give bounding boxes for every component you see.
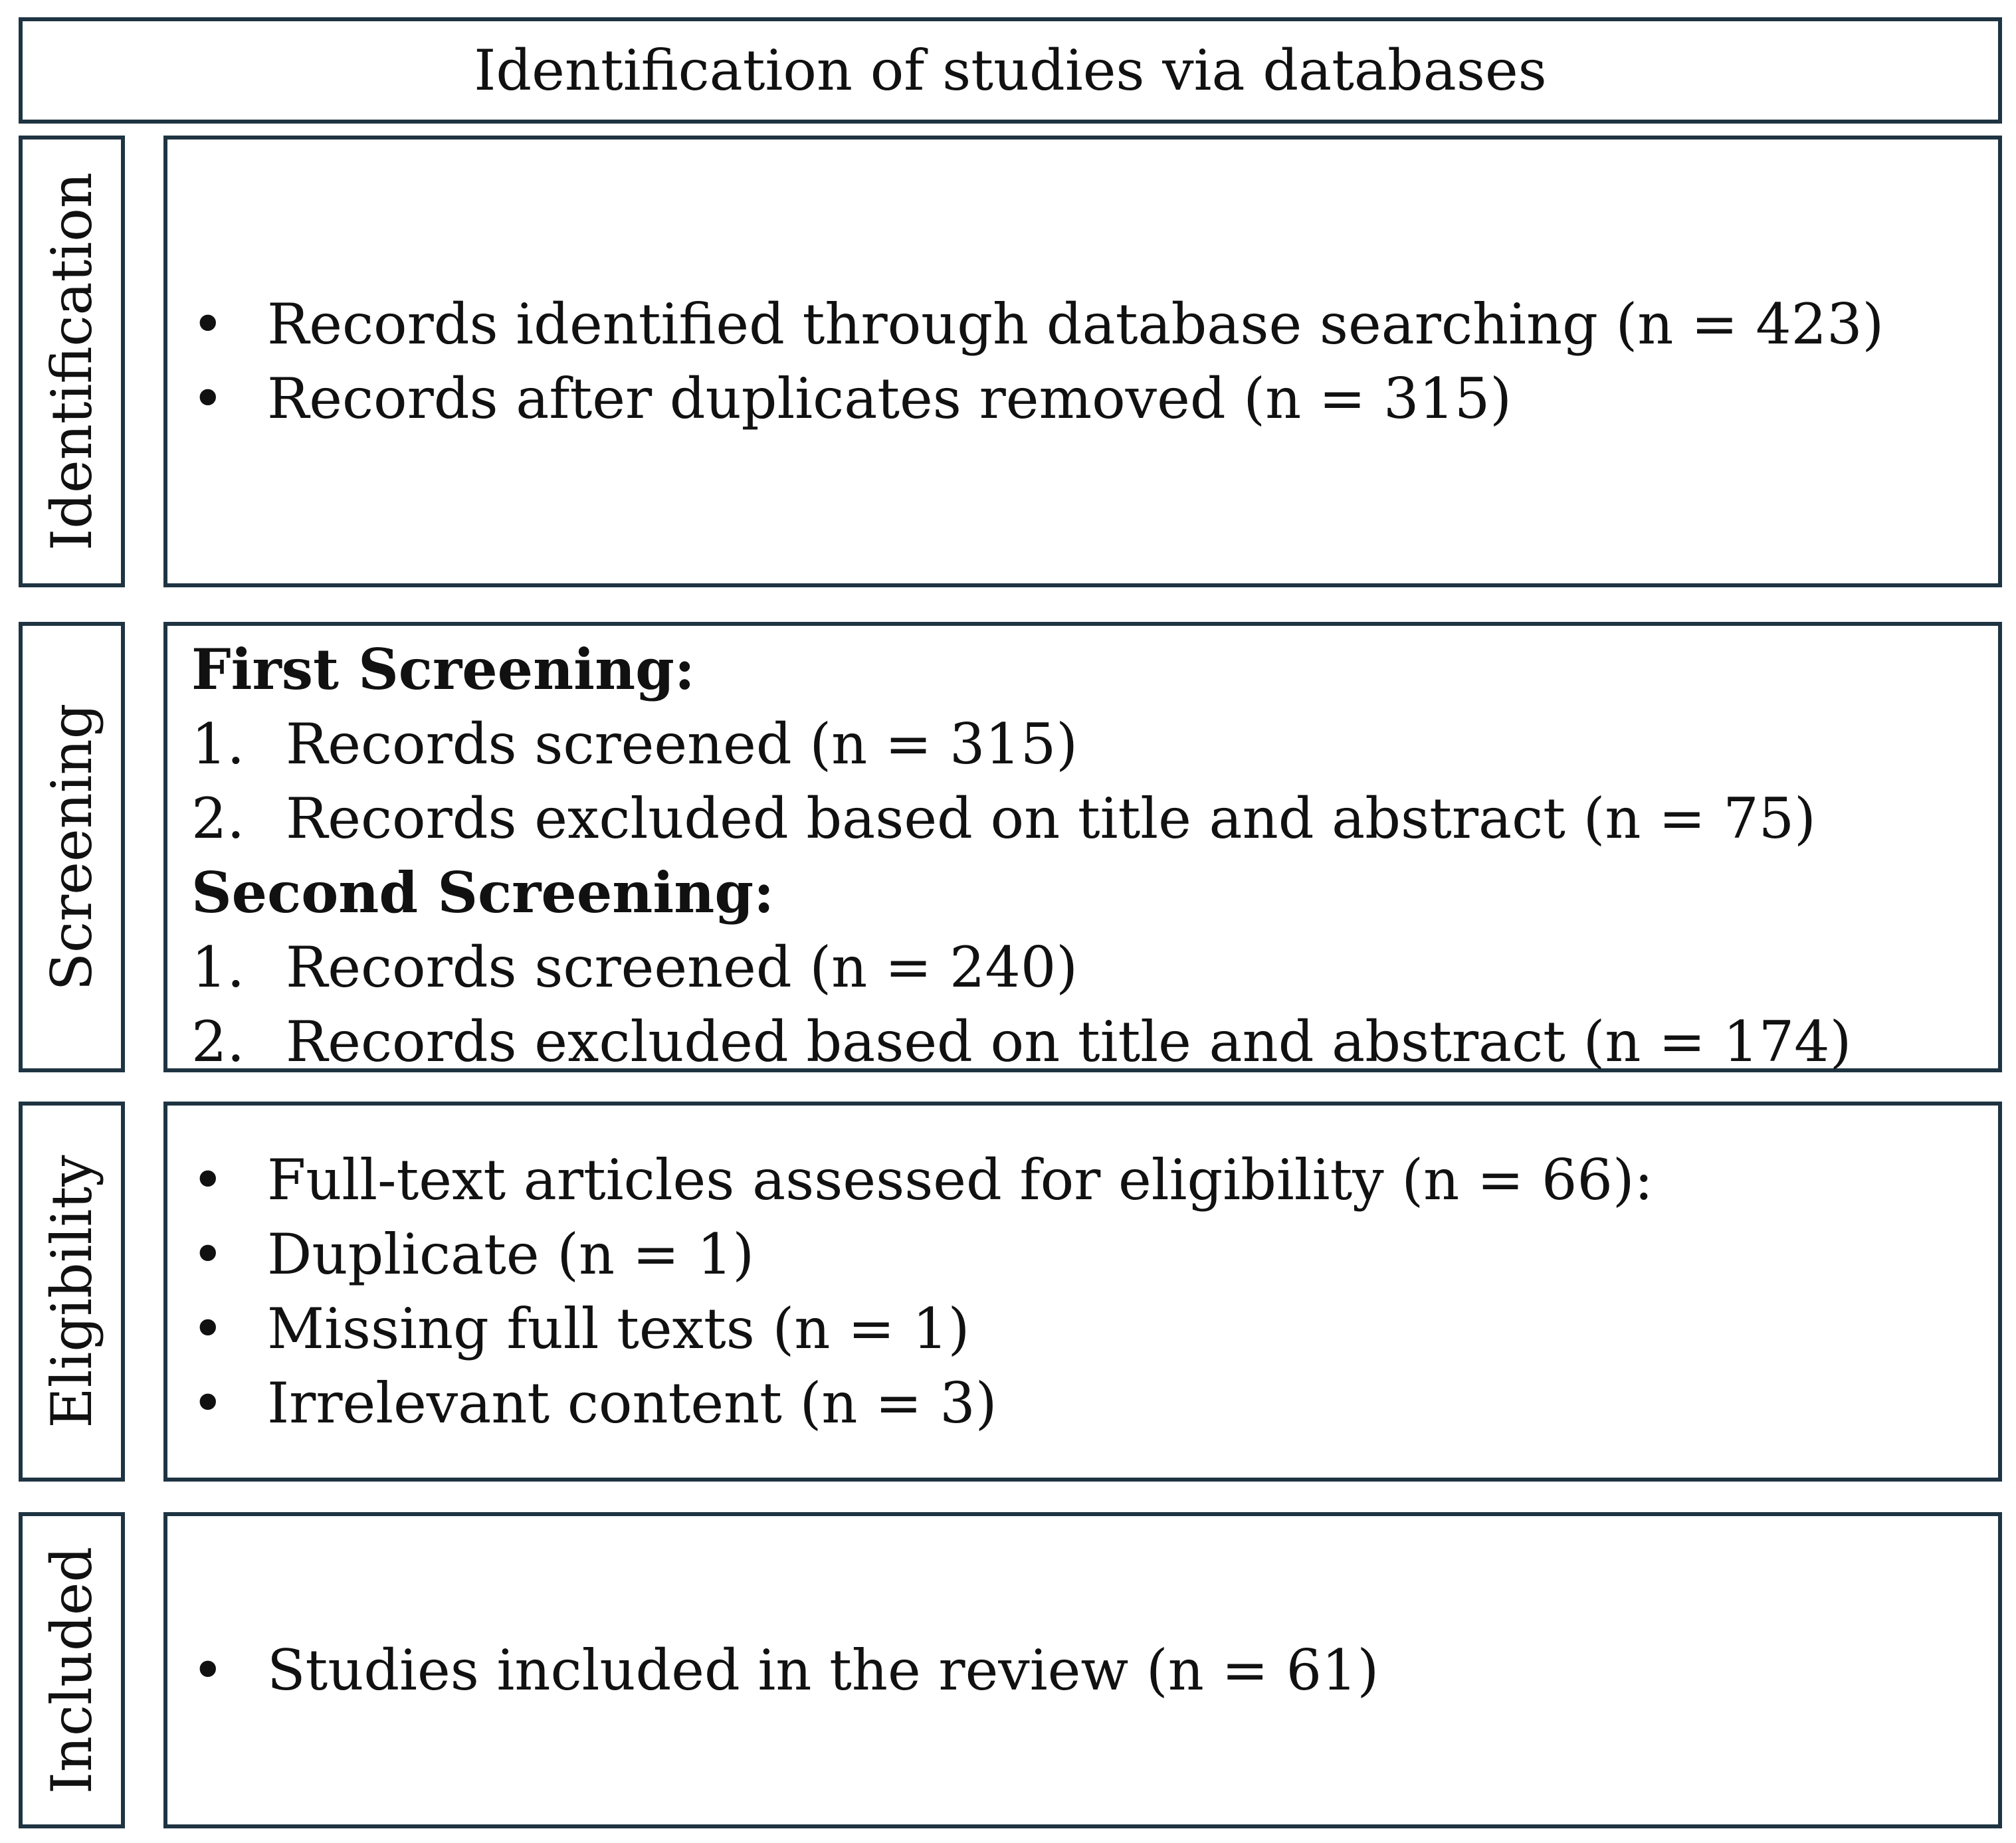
list-item: • Studies included in the review (n = 61… — [191, 1633, 1998, 1707]
list-item: 2. Records excluded based on title and a… — [191, 1005, 1998, 1079]
second-screening-heading: Second Screening: — [191, 860, 775, 925]
bullet-icon: • — [191, 1296, 225, 1361]
bullet-icon: • — [191, 1638, 225, 1703]
list-item: • Irrelevant content (n = 3) — [191, 1366, 1998, 1440]
bullet-icon: • — [191, 292, 225, 357]
bullet-icon: • — [191, 1222, 225, 1287]
identification-box: • Records identified through database se… — [163, 136, 2002, 587]
first-screening-heading: First Screening: — [191, 636, 695, 702]
stage-label-text: Screening — [39, 703, 104, 991]
list-item: • Duplicate (n = 1) — [191, 1217, 1998, 1292]
bullet-icon: • — [191, 1147, 225, 1212]
item-text: Records screened (n = 315) — [286, 712, 1078, 777]
list-item: • Records identified through database se… — [191, 287, 1998, 361]
item-text: Full-text articles assessed for eligibil… — [267, 1147, 1653, 1212]
item-text: Irrelevant content (n = 3) — [267, 1371, 997, 1436]
stage-label-text: Included — [39, 1546, 104, 1794]
item-number: 1. — [191, 712, 245, 777]
bullet-icon: • — [191, 1371, 225, 1436]
list-item: • Full-text articles assessed for eligib… — [191, 1143, 1998, 1217]
item-text: Missing full texts (n = 1) — [267, 1296, 970, 1361]
list-item: 2. Records excluded based on title and a… — [191, 781, 1998, 856]
eligibility-box: • Full-text articles assessed for eligib… — [163, 1102, 2002, 1482]
bullet-icon: • — [191, 366, 225, 431]
list-item: • Missing full texts (n = 1) — [191, 1292, 1998, 1366]
item-text: Duplicate (n = 1) — [267, 1222, 755, 1287]
stage-label-eligibility: Eligibility — [19, 1102, 125, 1482]
item-number: 2. — [191, 786, 245, 851]
item-text: Records after duplicates removed (n = 31… — [267, 366, 1512, 431]
item-text: Records screened (n = 240) — [286, 935, 1078, 1000]
item-number: 1. — [191, 935, 245, 1000]
item-text: Records excluded based on title and abst… — [286, 786, 1816, 851]
diagram-header: Identification of studies via databases — [19, 17, 2002, 124]
stage-label-included: Included — [19, 1512, 125, 1828]
list-item: • Records after duplicates removed (n = … — [191, 361, 1998, 436]
item-text: Studies included in the review (n = 61) — [267, 1638, 1379, 1703]
stage-label-text: Eligibility — [39, 1155, 104, 1428]
item-text: Records identified through database sear… — [267, 292, 1884, 357]
list-item: 1. Records screened (n = 315) — [191, 707, 1998, 781]
included-box: • Studies included in the review (n = 61… — [163, 1512, 2002, 1828]
screening-box: First Screening: 1. Records screened (n … — [163, 622, 2002, 1074]
list-item: 1. Records screened (n = 240) — [191, 930, 1998, 1005]
header-title: Identification of studies via databases — [474, 38, 1547, 103]
item-text: Records excluded based on title and abst… — [286, 1009, 1852, 1074]
stage-label-text: Identification — [39, 172, 104, 551]
item-number: 2. — [191, 1009, 245, 1074]
stage-label-screening: Screening — [19, 622, 125, 1072]
stage-label-identification: Identification — [19, 136, 125, 587]
